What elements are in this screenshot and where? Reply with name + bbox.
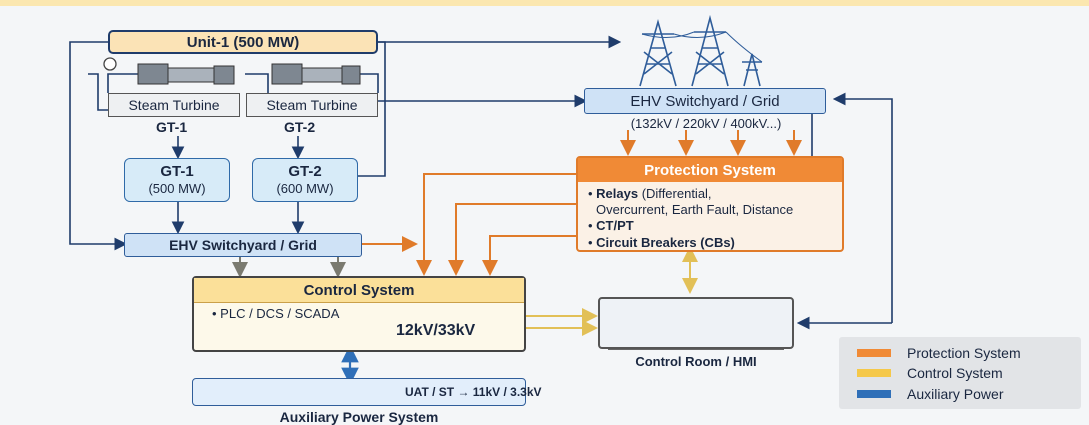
- legend-item-auxiliary: Auxiliary Power: [857, 385, 1003, 403]
- ehv-switchyard-right: EHV Switchyard / Grid: [584, 88, 826, 114]
- generator-1-box: GT-1 (500 MW): [124, 158, 230, 202]
- wire-turbine1-top: [107, 73, 138, 93]
- gray-arrows: [232, 257, 346, 278]
- wire-to-gt2: [358, 134, 386, 177]
- turbine-2-generator: [341, 65, 361, 85]
- tower-3: [742, 53, 762, 87]
- switchyard-voltages: (132kV / 220kV / 400kV...): [630, 116, 782, 131]
- unit-label-box: Unit-1 (500 MW): [108, 30, 378, 54]
- ehv-switchyard-left: EHV Switchyard / Grid: [124, 233, 362, 257]
- power-lines: [641, 31, 763, 63]
- wire-turbine-link: [245, 73, 269, 93]
- protection-item-relays-cont-text: Overcurrent, Earth Fault, Distance: [596, 202, 794, 217]
- turbine-1-casing: [137, 63, 169, 85]
- aux-voltage-line: UAT / ST → 11kV / 3.3kV: [405, 385, 542, 399]
- protection-item-cbs-bold: Circuit Breakers (CBs): [596, 235, 735, 250]
- wire-unit-to-ehv-left: [69, 41, 128, 251]
- steam-turbine-2-box: Steam Turbine: [246, 93, 378, 117]
- turbine-2-casing: [271, 63, 303, 85]
- generator-1-name: GT-1: [160, 163, 194, 180]
- blue-wires: [69, 35, 893, 330]
- hmi-label: Control Room / HMI: [635, 354, 757, 369]
- control-title: Control System: [194, 278, 524, 303]
- auxiliary-power-box: UAT / ST → 11kV / 3.3kV: [192, 378, 542, 406]
- steam-turbine-1-box: Steam Turbine: [108, 93, 240, 117]
- legend-swatch-protection: [857, 349, 891, 357]
- tower-2: [691, 14, 729, 87]
- yellow-control-arrows: [526, 246, 698, 336]
- turbine-2-shaft: [301, 67, 343, 83]
- transmission-tower-icon: [639, 14, 763, 87]
- wire-unit-right-drop: [378, 41, 386, 134]
- orange-protection-arrows: [362, 130, 802, 276]
- generator-1-rating: (500 MW): [148, 181, 206, 196]
- protection-item-relays-bold: Relays: [596, 186, 639, 201]
- arrow-prot-to-control-1: [416, 173, 576, 276]
- control-system-box: Control System • PLC / DCS / SCADA 12kV/…: [192, 276, 526, 352]
- legend-item-control: Control System: [857, 364, 1003, 382]
- arrow-prot-to-control-2: [448, 203, 576, 276]
- protection-system-box: Protection System • Relays (Differential…: [576, 156, 844, 252]
- legend: Protection System Control System Auxilia…: [839, 337, 1081, 409]
- legend-item-protection: Protection System: [857, 344, 1021, 362]
- legend-label-protection: Protection System: [907, 345, 1021, 361]
- legend-label-control: Control System: [907, 365, 1003, 381]
- turbine-machines: [103, 57, 361, 85]
- wire-gauge: [88, 73, 108, 111]
- protection-item-ctpt: • CT/PT: [588, 218, 634, 233]
- turbine-2-label: GT-2: [284, 119, 316, 135]
- protection-item-relays-cont: Overcurrent, Earth Fault, Distance: [596, 202, 793, 217]
- gauge-icon: [103, 57, 117, 71]
- generator-2-name: GT-2: [288, 163, 322, 180]
- legend-swatch-control: [857, 369, 891, 377]
- protection-item-relays-rest: (Differential,: [638, 186, 712, 201]
- tower-1: [639, 19, 677, 87]
- protection-item-ctpt-bold: CT/PT: [596, 218, 634, 233]
- generator-2-box: GT-2 (600 MW): [252, 158, 358, 202]
- control-plc-line: • PLC / DCS / SCADA: [212, 306, 340, 321]
- wire-hmi-to-ehv-right: [832, 92, 893, 323]
- top-accent-bar: [0, 0, 1089, 6]
- turbine-1-generator: [213, 65, 235, 85]
- auxiliary-power-label: Auxiliary Power System: [279, 409, 439, 425]
- legend-label-auxiliary: Auxiliary Power: [907, 386, 1004, 402]
- hmi-monitor: [598, 297, 794, 349]
- generator-2-rating: (600 MW): [276, 181, 334, 196]
- legend-swatch-auxiliary: [857, 390, 891, 398]
- arrow-prot-to-control-3: [482, 235, 576, 276]
- protection-item-cbs: • Circuit Breakers (CBs): [588, 235, 735, 250]
- turbine-1-label: GT-1: [156, 119, 188, 135]
- protection-title: Protection System: [578, 158, 842, 182]
- protection-item-relays: • Relays (Differential,: [588, 186, 712, 201]
- turbine-1-shaft: [167, 67, 215, 83]
- control-voltage: 12kV/33kV: [396, 322, 476, 339]
- wire-turbine2-top: [360, 73, 379, 93]
